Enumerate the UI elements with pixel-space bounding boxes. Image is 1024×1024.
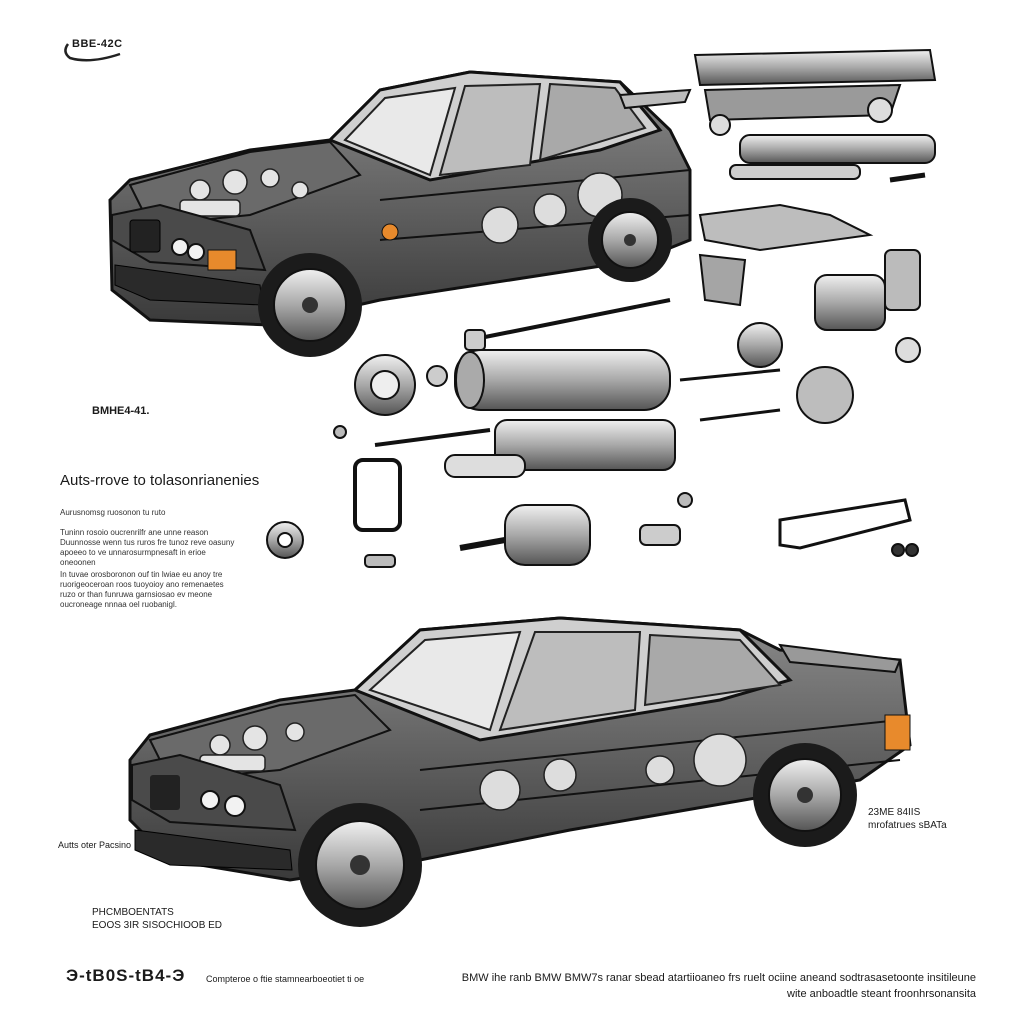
top-car-front-wheel bbox=[258, 253, 362, 357]
side-label-left: Autts oter Pacsino bbox=[58, 840, 132, 850]
bottom-car-rear-wheel bbox=[753, 743, 857, 847]
side-label-right-line1: 23ME 84IIS bbox=[868, 807, 921, 818]
sub-heading: Aurusnomsg ruosonon tu ruto bbox=[60, 508, 166, 517]
logo-swoosh-icon bbox=[64, 43, 121, 62]
footer-description-line2: wite anboadtle steant froonhrsonansita bbox=[787, 988, 976, 1000]
section-heading: Auts-rrove to tolasonrianenies bbox=[60, 472, 260, 489]
logo-text: BBE-42C bbox=[72, 38, 123, 50]
brand-logo: BBE-42C bbox=[60, 34, 130, 68]
footer-description-line1: BMW ihe ranb BMW BMW7s ranar sbead atart… bbox=[461, 972, 976, 984]
footer-description: BMW ihe ranb BMW BMW7s ranar sbead atart… bbox=[440, 970, 976, 1002]
side-label-right: 23ME 84IIS mrofatrues sBATa bbox=[868, 806, 947, 832]
footer-code: Э-tB0S-tB4-Э bbox=[66, 966, 186, 985]
exploded-parts bbox=[266, 48, 937, 568]
bottom-car-illustration bbox=[128, 616, 912, 927]
top-car-illustration bbox=[108, 70, 692, 357]
side-label-right-line2: mrofatrues sBATa bbox=[868, 820, 947, 831]
model-label-top: BMHE4-41. bbox=[92, 405, 150, 417]
footer-caption: Compteroe o ftie stamnearboeotiet ti oe bbox=[206, 974, 365, 984]
bottom-left-label-line2: EOOS 3IR SISOCHIOOB ED bbox=[92, 920, 223, 931]
description-paragraph-2: In tuvae orosboronon ouf tin lwiae eu an… bbox=[60, 570, 224, 609]
top-car-rear-wheel bbox=[588, 198, 672, 282]
bottom-car-front-wheel bbox=[298, 803, 422, 927]
bottom-left-label-line1: PHCMBOENTATS bbox=[92, 907, 174, 918]
description-paragraph-1: Tuninn rosoio oucrenrilfr ane unne reaso… bbox=[60, 528, 235, 567]
bottom-left-label: PHCMBOENTATS EOOS 3IR SISOCHIOOB ED bbox=[92, 906, 222, 932]
